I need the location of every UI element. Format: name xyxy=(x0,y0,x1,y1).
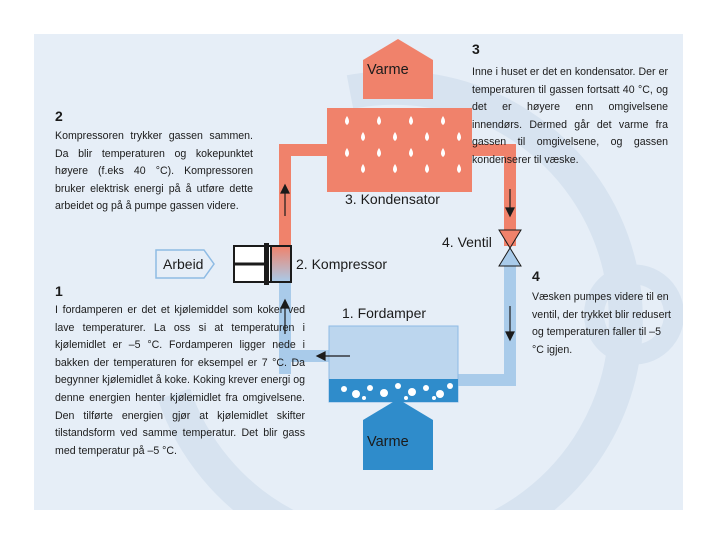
work-arrow xyxy=(155,249,215,279)
heat-pump-diagram xyxy=(155,39,683,510)
droplet xyxy=(441,148,445,157)
kompressor-label: 2. Kompressor xyxy=(296,256,388,272)
step-3-text: Inne i huset er det en kondensator. Der … xyxy=(472,66,668,166)
droplet xyxy=(457,164,461,173)
heat-arrow-bottom xyxy=(363,399,433,470)
bubble xyxy=(432,396,436,400)
condenser-droplets xyxy=(345,116,461,173)
droplet xyxy=(393,132,397,141)
fordamper-label: 1. Fordamper xyxy=(342,305,427,321)
bubble xyxy=(380,389,388,397)
varme-top-label: Varme xyxy=(367,62,409,78)
step-1-text: I fordamperen er det et kjølemiddel som … xyxy=(55,304,305,457)
compressor xyxy=(233,243,292,285)
expansion-valve xyxy=(498,229,522,267)
droplet xyxy=(393,164,397,173)
ventil-label: 4. Ventil xyxy=(442,234,492,250)
droplet xyxy=(425,164,429,173)
varme-bottom-label: Varme xyxy=(367,434,409,450)
droplet xyxy=(441,116,445,125)
kondensator-label: 3. Kondensator xyxy=(345,191,440,207)
condenser-box xyxy=(327,108,472,192)
bubble xyxy=(436,390,444,398)
droplet xyxy=(425,132,429,141)
bubble xyxy=(352,390,360,398)
diagram-panel: Varme Varme Arbeid 3. Kondensator 4. Ven… xyxy=(34,34,683,510)
droplet xyxy=(409,148,413,157)
droplet xyxy=(345,116,349,125)
watermark-ring xyxy=(157,70,683,510)
bubble xyxy=(447,383,453,389)
step-2-number: 2 xyxy=(55,108,63,124)
droplet xyxy=(345,148,349,157)
step-4-text: Væsken pumpes videre til en ventil, der … xyxy=(532,291,671,356)
droplet xyxy=(361,132,365,141)
bubble xyxy=(367,385,373,391)
bubble xyxy=(408,388,416,396)
droplet xyxy=(377,116,381,125)
flow-arrows xyxy=(280,183,515,361)
step-4-number: 4 xyxy=(532,268,540,284)
arbeid-label: Arbeid xyxy=(163,256,204,272)
step-2-text: Kompressoren trykker gassen sammen. Da b… xyxy=(55,130,253,213)
droplet xyxy=(409,116,413,125)
droplet xyxy=(377,148,381,157)
bubble xyxy=(423,385,429,391)
step-1-number: 1 xyxy=(55,283,63,299)
heat-arrow-top xyxy=(363,39,433,99)
step-3-number: 3 xyxy=(472,41,480,57)
bubble xyxy=(341,386,347,392)
droplet xyxy=(457,132,461,141)
bubble xyxy=(395,383,401,389)
droplet xyxy=(361,164,365,173)
bubble xyxy=(362,396,366,400)
evaporator xyxy=(328,325,459,403)
bubble xyxy=(404,396,408,400)
